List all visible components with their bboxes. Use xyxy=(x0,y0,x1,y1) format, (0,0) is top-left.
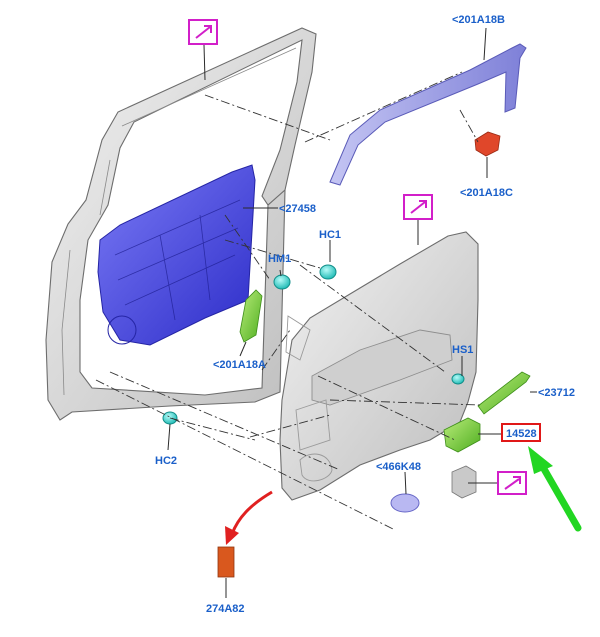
label-14528-highlight xyxy=(501,423,541,442)
label-27458[interactable]: <27458 xyxy=(279,203,316,215)
leader-lines xyxy=(167,27,537,598)
label-201A18A[interactable]: <201A18A xyxy=(213,359,266,371)
callout-arrow-up-right-icon[interactable] xyxy=(403,194,433,220)
label-201A18C[interactable]: <201A18C xyxy=(460,187,513,199)
watershield xyxy=(97,164,256,346)
door-frame xyxy=(45,27,317,421)
green-pointer-arrow xyxy=(528,446,582,532)
pad-274A82 xyxy=(217,546,235,578)
label-HM1[interactable]: HM1 xyxy=(268,253,291,265)
clip-HM1 xyxy=(273,274,291,290)
label-14528[interactable]: 14528 xyxy=(506,428,537,440)
assembly-lines xyxy=(95,71,481,531)
seal-201A18A xyxy=(239,289,263,343)
cap-466K48 xyxy=(390,493,420,513)
strip-23712 xyxy=(477,371,531,415)
label-HC1[interactable]: HC1 xyxy=(319,229,341,241)
clip-HS1 xyxy=(451,373,465,385)
label-274A82[interactable]: 274A82 xyxy=(206,603,245,615)
switch-14528 xyxy=(443,417,481,453)
callout-arrow-up-right-icon[interactable] xyxy=(188,19,218,45)
switch-housing xyxy=(451,465,477,499)
red-pointer-arrow xyxy=(225,490,273,545)
door-trim-panel xyxy=(279,231,479,501)
label-HC2[interactable]: HC2 xyxy=(155,455,177,467)
clip-HC1 xyxy=(319,264,337,280)
belt-moulding xyxy=(329,43,527,186)
label-23712[interactable]: <23712 xyxy=(538,387,575,399)
label-201A18B[interactable]: <201A18B xyxy=(452,14,505,26)
label-466K48[interactable]: <466K48 xyxy=(376,461,421,473)
callout-arrow-up-right-icon[interactable] xyxy=(497,471,527,495)
bracket-201A18C xyxy=(474,131,501,157)
label-HS1[interactable]: HS1 xyxy=(452,344,473,356)
